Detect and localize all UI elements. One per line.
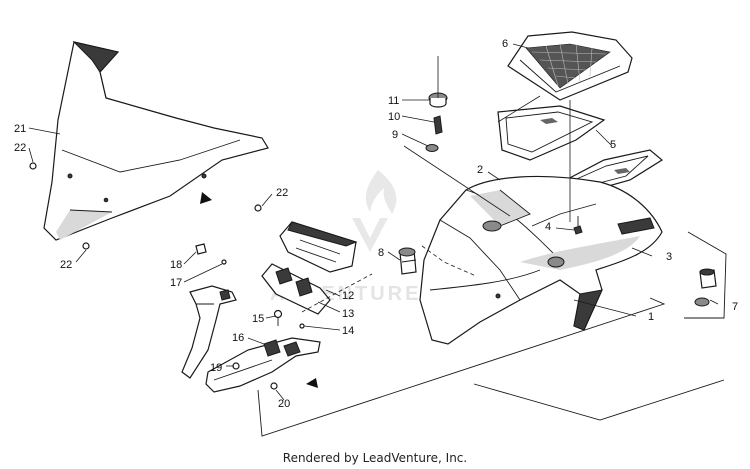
- callout-3: 3: [666, 251, 672, 263]
- callout-15: 15: [252, 313, 264, 325]
- switch-cap: [428, 92, 448, 108]
- windshield: [43, 41, 269, 241]
- gauge-pod: [279, 221, 358, 273]
- mount-bracket-upper: [181, 285, 237, 379]
- hood-assembly: [419, 175, 663, 345]
- bracket-nut: [195, 243, 207, 255]
- callout-21: 21: [14, 123, 26, 135]
- footer-credit: Rendered by LeadVenture, Inc.: [282, 451, 468, 465]
- bracket-screw: [273, 309, 283, 326]
- callout-10: 10: [388, 111, 400, 123]
- callout-7: 7: [732, 301, 738, 313]
- gauge-bracket: [261, 263, 331, 315]
- grommet: [694, 268, 717, 307]
- switch-nut: [425, 144, 439, 152]
- direction-arrow-icon: [200, 192, 212, 204]
- direction-arrow-icon: [306, 378, 318, 388]
- callout-22-left: 22: [14, 142, 26, 154]
- callout-2: 2: [477, 164, 483, 176]
- callout-19: 19: [210, 362, 222, 374]
- callout-17: 17: [170, 277, 182, 289]
- callout-1: 1: [648, 311, 654, 323]
- v-logo-icon: [352, 218, 388, 252]
- leader-lines: [28, 43, 719, 401]
- mount-bracket-lower: [205, 337, 321, 393]
- switch-body: [433, 115, 443, 135]
- callout-9: 9: [392, 129, 398, 141]
- hood-fastener: [573, 216, 583, 235]
- callout-12: 12: [342, 290, 354, 302]
- callout-5: 5: [610, 139, 616, 151]
- gauge-bracket-rivet: [299, 323, 305, 329]
- callout-20: 20: [278, 398, 290, 410]
- callout-22-bottom: 22: [60, 259, 72, 271]
- bracket-fastener: [270, 382, 278, 390]
- callout-11: 11: [388, 95, 399, 107]
- callout-14: 14: [342, 325, 354, 337]
- callout-22-right: 22: [276, 187, 288, 199]
- callout-13: 13: [342, 308, 354, 320]
- windshield-screw: [29, 162, 262, 250]
- light-socket: [398, 247, 417, 275]
- callout-16: 16: [232, 332, 244, 344]
- assembly-bracket-lines: [257, 231, 727, 437]
- storage-tray: [507, 31, 633, 101]
- callout-labels: 1 2 3 4 5 6 7 8 9 10 11 12 13 14 15 16 1…: [14, 38, 738, 410]
- callout-18: 18: [170, 259, 182, 271]
- bracket-washer: [221, 259, 227, 265]
- flame-logo-icon: [365, 170, 397, 214]
- trim-panel-upper: [497, 105, 606, 161]
- callout-4: 4: [545, 221, 551, 233]
- callout-6: 6: [502, 38, 508, 50]
- callout-8: 8: [378, 247, 384, 259]
